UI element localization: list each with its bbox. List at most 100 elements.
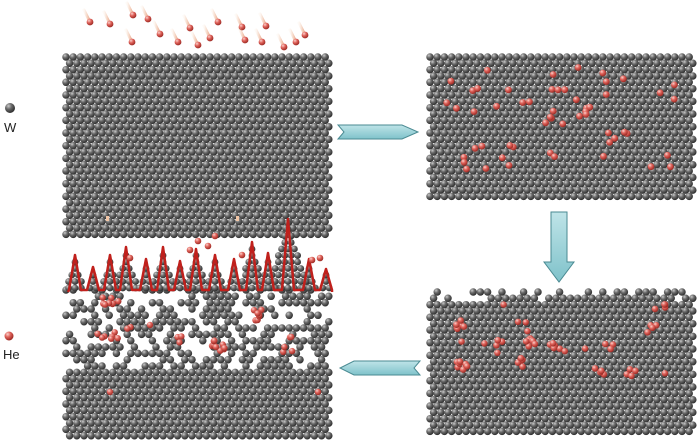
w-atom bbox=[105, 412, 113, 421]
w-atom bbox=[498, 53, 506, 61]
w-atom bbox=[685, 141, 693, 150]
he-atom bbox=[494, 349, 501, 356]
w-atom bbox=[253, 186, 261, 194]
w-atom bbox=[505, 167, 513, 175]
he-atom bbox=[146, 321, 154, 329]
w-atom bbox=[105, 205, 113, 213]
w-atom bbox=[584, 192, 593, 201]
w-atom bbox=[238, 393, 247, 402]
w-atom bbox=[563, 313, 571, 322]
w-atom bbox=[191, 412, 200, 421]
w-atom bbox=[148, 298, 157, 307]
w-atom bbox=[685, 326, 693, 334]
w-atom bbox=[512, 389, 521, 398]
w-atom bbox=[249, 91, 257, 99]
w-atom bbox=[71, 284, 79, 292]
w-atom bbox=[559, 383, 567, 391]
w-atom bbox=[274, 381, 283, 389]
w-atom bbox=[184, 103, 193, 112]
w-atom bbox=[141, 78, 149, 87]
w-atom bbox=[627, 376, 636, 385]
w-atom bbox=[617, 319, 625, 328]
w-atom bbox=[429, 110, 438, 118]
w-atom bbox=[599, 192, 607, 201]
w-atom bbox=[624, 332, 632, 341]
w-atom bbox=[263, 65, 272, 74]
w-atom bbox=[595, 122, 603, 131]
w-atom bbox=[455, 116, 463, 125]
w-atom bbox=[112, 192, 121, 201]
he-atom bbox=[671, 81, 678, 89]
he-atom bbox=[126, 254, 134, 262]
w-atom bbox=[534, 364, 542, 372]
w-atom bbox=[563, 167, 571, 175]
w-atom bbox=[552, 294, 560, 303]
w-atom bbox=[534, 91, 542, 99]
he-atom bbox=[478, 142, 486, 150]
w-atom bbox=[199, 167, 207, 175]
w-atom bbox=[134, 324, 142, 332]
w-atom bbox=[184, 192, 193, 201]
w-atom bbox=[195, 59, 203, 68]
w-atom bbox=[307, 205, 315, 213]
w-atom bbox=[678, 427, 686, 436]
w-atom bbox=[141, 65, 149, 74]
w-atom bbox=[433, 414, 441, 423]
w-atom bbox=[152, 368, 160, 377]
w-atom bbox=[195, 368, 203, 377]
w-atom bbox=[177, 167, 185, 175]
w-atom bbox=[227, 53, 236, 61]
w-atom bbox=[188, 224, 196, 232]
w-atom bbox=[292, 116, 301, 125]
w-atom bbox=[87, 381, 95, 389]
w-atom bbox=[105, 230, 113, 239]
w-atom bbox=[98, 425, 106, 434]
w-atom bbox=[325, 84, 333, 93]
w-atom bbox=[325, 292, 333, 301]
w-atom bbox=[548, 129, 557, 137]
w-atom bbox=[483, 300, 492, 309]
w-atom bbox=[620, 300, 629, 309]
w-atom bbox=[678, 154, 686, 163]
w-atom bbox=[296, 160, 304, 169]
w-atom bbox=[584, 414, 593, 423]
w-atom bbox=[116, 110, 124, 118]
w-atom bbox=[256, 374, 265, 383]
w-atom bbox=[321, 78, 329, 87]
w-atom bbox=[440, 300, 449, 309]
w-atom bbox=[480, 72, 488, 80]
w-atom bbox=[217, 97, 225, 106]
w-atom bbox=[73, 97, 81, 106]
w-atom bbox=[458, 148, 467, 156]
w-atom bbox=[635, 179, 643, 188]
w-atom bbox=[440, 65, 449, 74]
w-atom bbox=[314, 154, 322, 163]
w-atom bbox=[573, 148, 582, 156]
w-atom bbox=[307, 298, 315, 307]
w-atom bbox=[509, 148, 517, 156]
w-atom bbox=[119, 217, 128, 226]
w-atom bbox=[635, 389, 643, 398]
w-atom bbox=[429, 173, 438, 182]
he-atom bbox=[554, 86, 562, 94]
w-atom bbox=[581, 294, 589, 303]
w-atom bbox=[119, 103, 128, 112]
w-atom bbox=[267, 224, 275, 232]
w-atom bbox=[173, 84, 182, 93]
w-atom bbox=[681, 110, 690, 118]
w-atom bbox=[667, 59, 675, 68]
w-atom bbox=[678, 414, 686, 423]
w-atom bbox=[609, 395, 618, 404]
w-atom bbox=[527, 154, 535, 163]
w-atom bbox=[166, 355, 175, 364]
w-atom bbox=[235, 205, 243, 213]
w-atom bbox=[527, 167, 535, 175]
w-atom bbox=[209, 330, 218, 339]
w-atom bbox=[433, 288, 441, 296]
w-atom bbox=[65, 84, 74, 93]
w-atom bbox=[635, 78, 643, 87]
w-atom bbox=[534, 389, 542, 398]
w-atom bbox=[548, 78, 557, 87]
w-atom bbox=[653, 110, 661, 118]
w-atom bbox=[242, 298, 250, 307]
